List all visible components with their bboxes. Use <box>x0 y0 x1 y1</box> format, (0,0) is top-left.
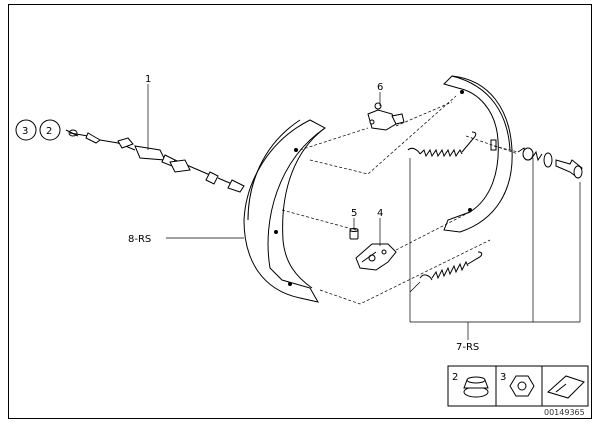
hold-down-spring[interactable] <box>517 147 543 162</box>
svg-text:2: 2 <box>452 372 458 383</box>
callout-6: 6 <box>377 82 383 93</box>
legend-box-nut-3[interactable]: 3 <box>495 365 543 407</box>
circled-callout-2: 2 <box>39 119 61 141</box>
spacer-part-5[interactable] <box>349 228 359 240</box>
svg-text:6: 6 <box>377 82 383 93</box>
svg-text:3: 3 <box>22 126 28 137</box>
hold-down-pin[interactable] <box>555 159 583 179</box>
legend-box-nut-2[interactable]: 2 <box>447 365 497 407</box>
cable-spring-clip <box>65 129 79 137</box>
upper-return-spring[interactable] <box>407 131 477 158</box>
svg-text:4: 4 <box>377 208 383 219</box>
leader-lines <box>147 84 581 340</box>
flange-nut-icon <box>463 376 489 398</box>
diagram-code: 00149365 <box>544 408 585 417</box>
assembly-guides <box>281 95 519 305</box>
callout-7-rs: 7-RS <box>456 342 479 353</box>
handbrake-cable[interactable] <box>69 132 245 193</box>
lower-return-spring[interactable] <box>419 251 483 281</box>
legend-box-clip[interactable] <box>541 365 589 407</box>
callout-4: 4 <box>377 208 383 219</box>
callout-5: 5 <box>351 208 357 219</box>
left-brake-shoe[interactable] <box>243 119 326 303</box>
svg-text:1: 1 <box>145 74 151 85</box>
right-brake-shoe[interactable] <box>443 75 513 233</box>
svg-text:7-RS: 7-RS <box>456 342 479 353</box>
callout-1: 1 <box>145 74 151 85</box>
callout-8-rs: 8-RS <box>128 234 151 245</box>
svg-text:2: 2 <box>46 126 52 137</box>
expander-lever-part-4[interactable] <box>355 243 397 271</box>
adjuster-part-6[interactable] <box>367 102 405 131</box>
hold-down-washer[interactable] <box>543 152 553 168</box>
svg-text:3: 3 <box>500 372 506 383</box>
svg-text:8-RS: 8-RS <box>128 234 151 245</box>
diagram-frame <box>8 4 592 419</box>
clip-icon <box>546 375 585 399</box>
svg-text:5: 5 <box>351 208 357 219</box>
circled-callout-3: 3 <box>15 119 37 141</box>
hex-nut-icon <box>509 375 535 397</box>
